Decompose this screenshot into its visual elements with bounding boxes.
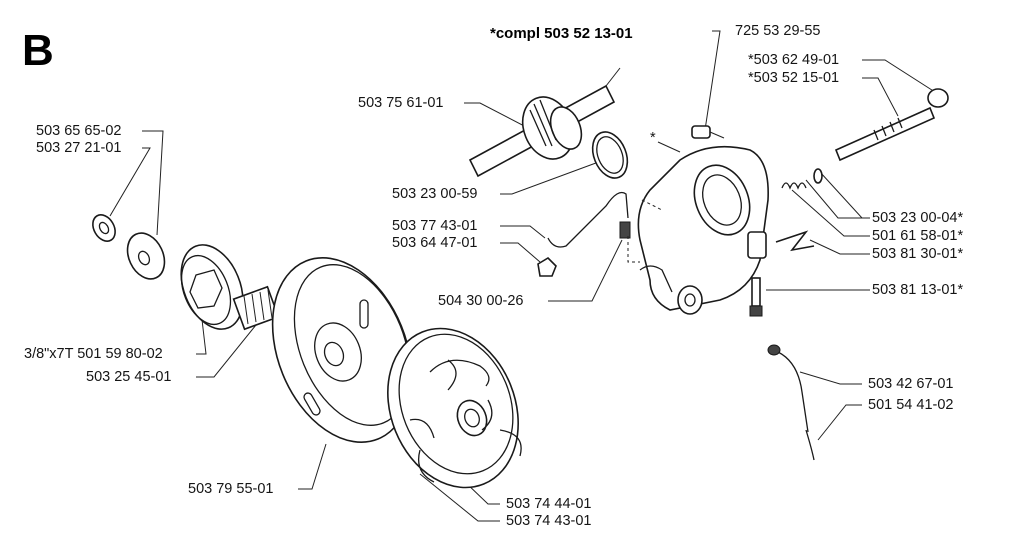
housing-bracket: [627, 199, 663, 263]
oil-pipe: [537, 191, 631, 277]
flat-washer: [126, 232, 166, 280]
clutch-drum: [271, 257, 413, 443]
part-label: 3/8"x7T 501 59 80-02: [24, 346, 163, 362]
assembly-title: *compl 503 52 13-01: [490, 25, 633, 42]
rim-sprocket: [180, 244, 244, 330]
part-label: 503 75 61-01: [358, 95, 444, 111]
part-label: *503 62 49-01: [748, 52, 840, 68]
part-label: 503 64 47-01: [392, 235, 478, 251]
part-label: 503 74 44-01: [506, 496, 592, 512]
oil-hose: [767, 344, 815, 461]
leader-lines: [109, 30, 936, 522]
pump-drive-worm: [468, 67, 621, 178]
adjust-spring: [781, 168, 823, 190]
part-label: 504 30 00-26: [438, 293, 524, 309]
part-label: 725 53 29-55: [735, 23, 821, 39]
part-label: 503 77 43-01: [392, 218, 478, 234]
part-label: 503 74 43-01: [506, 513, 592, 529]
o-ring: [591, 131, 629, 179]
part-label: 503 65 65-02: [36, 123, 122, 139]
section-letter: B: [22, 26, 54, 75]
needle-bearing: [232, 285, 280, 331]
part-label: 503 81 30-01*: [872, 246, 964, 262]
part-label: 501 61 58-01*: [872, 228, 964, 244]
spring-clip: [775, 230, 815, 252]
part-label: *503 52 15-01: [748, 70, 840, 86]
asterisk-marker: *: [650, 130, 656, 146]
part-label: 501 54 41-02: [868, 397, 954, 413]
part-label: 503 23 00-04*: [872, 210, 964, 226]
part-label: 503 27 21-01: [36, 140, 122, 156]
lock-washer: [92, 214, 116, 242]
pump-shaft: [834, 88, 949, 162]
clutch-assembly: [387, 327, 522, 489]
part-label: 503 25 45-01: [86, 369, 172, 385]
part-label: 503 79 55-01: [188, 481, 274, 497]
part-label: 503 23 00-59: [392, 186, 478, 202]
part-label: 503 81 13-01*: [872, 282, 964, 298]
oil-pump-housing: [637, 145, 769, 315]
part-label: 503 42 67-01: [868, 376, 954, 392]
screw: [691, 125, 725, 139]
adjust-screw: [749, 277, 763, 317]
